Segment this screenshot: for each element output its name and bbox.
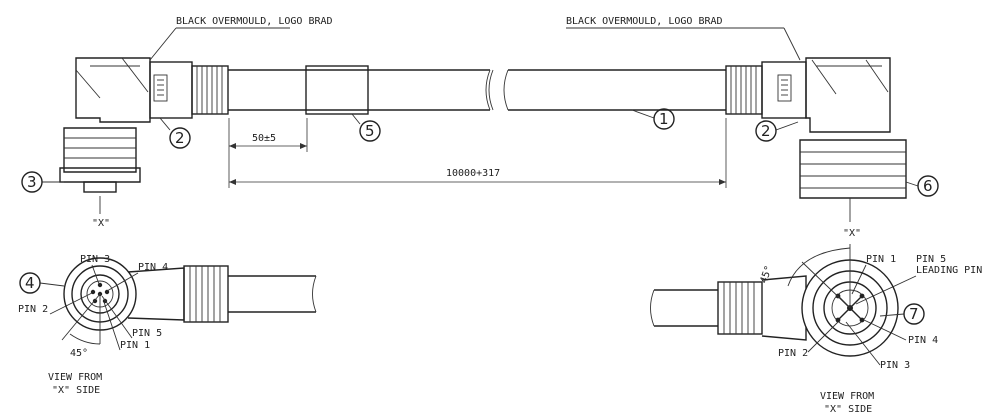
view-left-line2: "X" SIDE bbox=[52, 385, 100, 396]
right-face-view bbox=[650, 244, 899, 357]
svg-text:5: 5 bbox=[365, 122, 375, 140]
balloon-2-right: 2 bbox=[755, 120, 799, 142]
brad-logo-icon bbox=[777, 74, 792, 102]
left-cable-segment bbox=[228, 65, 494, 115]
left-pin3-label: PIN 3 bbox=[80, 254, 110, 265]
right-pin3-label: PIN 3 bbox=[880, 360, 910, 371]
right-angle-label: 45° bbox=[758, 264, 775, 285]
dimension-long: 10000+317 bbox=[229, 118, 727, 188]
right-connector-side bbox=[725, 57, 907, 222]
balloon-5: 5 bbox=[351, 113, 381, 142]
right-cable-segment bbox=[503, 69, 726, 111]
left-pin1-label: PIN 1 bbox=[120, 340, 150, 351]
left-face-view bbox=[61, 257, 317, 345]
svg-text:4: 4 bbox=[25, 274, 35, 292]
svg-text:6: 6 bbox=[923, 177, 933, 195]
left-pin4-label: PIN 4 bbox=[138, 262, 168, 273]
svg-text:7: 7 bbox=[909, 305, 919, 323]
balloon-7: 7 bbox=[879, 303, 925, 325]
dimension-short: 50±5 bbox=[228, 118, 308, 188]
view-right-line1: VIEW FROM bbox=[820, 391, 874, 402]
right-pin4-label: PIN 4 bbox=[908, 335, 938, 346]
svg-text:2: 2 bbox=[175, 129, 185, 147]
right-pin5-note: LEADING PIN bbox=[916, 265, 982, 276]
left-pin2-label: PIN 2 bbox=[18, 304, 48, 315]
left-connector-side bbox=[59, 57, 229, 193]
balloon-4: 4 bbox=[19, 272, 65, 294]
balloon-3: 3 bbox=[21, 171, 64, 193]
dim-long-text: 10000+317 bbox=[446, 168, 500, 179]
x-marker-right: "X" bbox=[843, 228, 861, 239]
balloon-1: 1 bbox=[631, 108, 675, 130]
brad-logo-icon bbox=[153, 74, 168, 102]
overmould-label-left: BLACK OVERMOULD, LOGO BRAD bbox=[176, 16, 333, 27]
svg-text:3: 3 bbox=[27, 173, 37, 191]
right-pin1-label: PIN 1 bbox=[866, 254, 896, 265]
marker-sleeve bbox=[305, 65, 369, 115]
balloon-6: 6 bbox=[905, 175, 939, 197]
balloon-2-left: 2 bbox=[159, 117, 191, 149]
x-marker-left: "X" bbox=[92, 218, 110, 229]
view-left-line1: VIEW FROM bbox=[48, 372, 102, 383]
svg-text:1: 1 bbox=[659, 110, 669, 128]
left-angle-label: 45° bbox=[70, 348, 88, 359]
view-right-line2: "X" SIDE bbox=[824, 404, 872, 415]
overmould-label-right: BLACK OVERMOULD, LOGO BRAD bbox=[566, 16, 723, 27]
right-pin2-label: PIN 2 bbox=[778, 348, 808, 359]
right-pin5-label: PIN 5 bbox=[916, 254, 946, 265]
svg-text:2: 2 bbox=[761, 122, 771, 140]
dim-short-text: 50±5 bbox=[252, 133, 276, 144]
left-pin5-label: PIN 5 bbox=[132, 328, 162, 339]
